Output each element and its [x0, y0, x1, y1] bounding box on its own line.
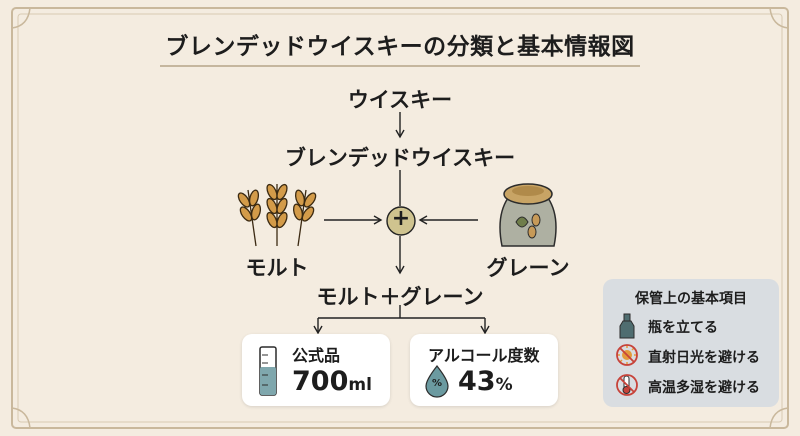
grain-sack-icon	[499, 183, 557, 247]
volume-unit: ml	[348, 375, 372, 395]
title-underline	[160, 65, 640, 67]
node-malt-plus-grain: モルト＋グレーン	[316, 285, 484, 309]
volume-card-title: 公式品	[292, 346, 341, 365]
node-grain: グレーン	[486, 256, 570, 280]
volume-card-value: 700ml	[292, 366, 372, 397]
volume-value: 700	[292, 366, 349, 397]
page-title: ブレンデッドウイスキーの分類と基本情報図	[165, 34, 635, 60]
no-sunlight-icon	[616, 344, 638, 366]
node-whisky: ウイスキー	[347, 88, 453, 112]
node-malt: モルト	[245, 256, 309, 280]
storage-item-avoid-heat-humidity: 高温多湿を避ける	[648, 380, 760, 396]
measuring-cylinder-icon	[259, 346, 277, 396]
storage-legend: 保管上の基本項目 瓶を立てる 直射日光を避ける 高温多湿を避ける	[603, 279, 779, 407]
drop-icon-label: %	[431, 378, 443, 389]
abv-unit: %	[495, 375, 513, 395]
wheat-icon	[237, 183, 317, 247]
abv-card-title: アルコール度数	[428, 346, 540, 365]
no-heat-icon	[616, 374, 638, 396]
abv-value: 43	[458, 366, 496, 397]
volume-card: 公式品 700ml	[242, 334, 390, 406]
node-blended-whisky: ブレンデッドウイスキー	[284, 146, 516, 170]
storage-legend-title: 保管上の基本項目	[635, 291, 747, 307]
storage-item-bottle-upright: 瓶を立てる	[648, 320, 718, 336]
plus-operator-icon	[386, 206, 416, 236]
bottle-icon	[619, 313, 635, 339]
plus-operator-symbol: +	[391, 206, 411, 231]
storage-item-avoid-sunlight: 直射日光を避ける	[648, 350, 760, 366]
abv-card: % アルコール度数 43%	[410, 334, 558, 406]
drop-icon	[425, 365, 449, 398]
abv-card-value: 43%	[458, 366, 513, 397]
